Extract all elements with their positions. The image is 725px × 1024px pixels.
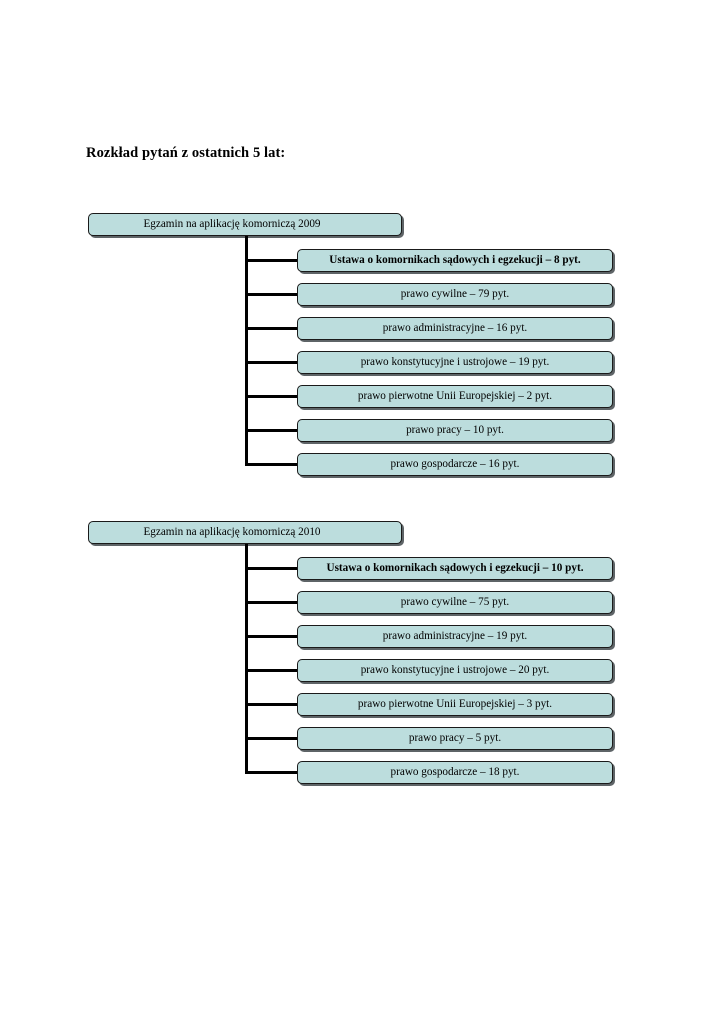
exam-root-node[interactable]: Egzamin na aplikację komorniczą 2010 bbox=[88, 521, 402, 544]
tree-connector bbox=[246, 771, 297, 774]
subject-label: prawo pracy – 10 pyt. bbox=[406, 423, 504, 436]
subject-node[interactable]: prawo administracyjne – 16 pyt. bbox=[297, 317, 613, 340]
subject-label: prawo gospodarcze – 16 pyt. bbox=[390, 457, 520, 470]
tree-connector bbox=[246, 361, 297, 364]
subject-node[interactable]: prawo cywilne – 75 pyt. bbox=[297, 591, 613, 614]
subject-label: prawo administracyjne – 19 pyt. bbox=[382, 629, 528, 642]
tree-connector bbox=[246, 703, 297, 706]
subject-node[interactable]: Ustawa o komornikach sądowych i egzekucj… bbox=[297, 249, 613, 272]
subject-node[interactable]: prawo pracy – 5 pyt. bbox=[297, 727, 613, 750]
exam-root-label: Egzamin na aplikację komorniczą 2009 bbox=[143, 217, 321, 230]
subject-label: prawo administracyjne – 16 pyt. bbox=[382, 321, 528, 334]
subject-label: prawo pierwotne Unii Europejskiej – 2 py… bbox=[357, 389, 553, 402]
subject-label: prawo konstytucyjne i ustrojowe – 20 pyt… bbox=[360, 663, 550, 676]
tree-trunk bbox=[245, 236, 248, 466]
tree-connector bbox=[246, 567, 297, 570]
subject-label: prawo gospodarcze – 18 pyt. bbox=[390, 765, 520, 778]
tree-connector bbox=[246, 601, 297, 604]
tree-connector bbox=[246, 259, 297, 262]
subject-node[interactable]: prawo pierwotne Unii Europejskiej – 2 py… bbox=[297, 385, 613, 408]
tree-trunk bbox=[245, 544, 248, 774]
tree-connector bbox=[246, 395, 297, 398]
subject-node[interactable]: prawo pierwotne Unii Europejskiej – 3 py… bbox=[297, 693, 613, 716]
subject-node[interactable]: prawo administracyjne – 19 pyt. bbox=[297, 625, 613, 648]
page-title: Rozkład pytań z ostatnich 5 lat: bbox=[86, 145, 286, 161]
tree-connector bbox=[246, 327, 297, 330]
tree-connector bbox=[246, 737, 297, 740]
subject-node[interactable]: prawo gospodarcze – 16 pyt. bbox=[297, 453, 613, 476]
tree-connector bbox=[246, 635, 297, 638]
subject-label: prawo pracy – 5 pyt. bbox=[408, 731, 502, 744]
exam-root-label: Egzamin na aplikację komorniczą 2010 bbox=[143, 525, 321, 538]
subject-node[interactable]: prawo konstytucyjne i ustrojowe – 20 pyt… bbox=[297, 659, 613, 682]
subject-node[interactable]: prawo pracy – 10 pyt. bbox=[297, 419, 613, 442]
subject-node[interactable]: prawo cywilne – 79 pyt. bbox=[297, 283, 613, 306]
subject-node[interactable]: Ustawa o komornikach sądowych i egzekucj… bbox=[297, 557, 613, 580]
tree-connector bbox=[246, 463, 297, 466]
tree-connector bbox=[246, 669, 297, 672]
subject-node[interactable]: prawo konstytucyjne i ustrojowe – 19 pyt… bbox=[297, 351, 613, 374]
tree-connector bbox=[246, 293, 297, 296]
subject-label: prawo pierwotne Unii Europejskiej – 3 py… bbox=[357, 697, 553, 710]
subject-label: prawo konstytucyjne i ustrojowe – 19 pyt… bbox=[360, 355, 550, 368]
subject-label: Ustawa o komornikach sądowych i egzekucj… bbox=[326, 561, 584, 574]
subject-label: Ustawa o komornikach sądowych i egzekucj… bbox=[329, 253, 581, 266]
subject-label: prawo cywilne – 79 pyt. bbox=[400, 287, 510, 300]
exam-root-node[interactable]: Egzamin na aplikację komorniczą 2009 bbox=[88, 213, 402, 236]
subject-label: prawo cywilne – 75 pyt. bbox=[400, 595, 510, 608]
tree-connector bbox=[246, 429, 297, 432]
subject-node[interactable]: prawo gospodarcze – 18 pyt. bbox=[297, 761, 613, 784]
